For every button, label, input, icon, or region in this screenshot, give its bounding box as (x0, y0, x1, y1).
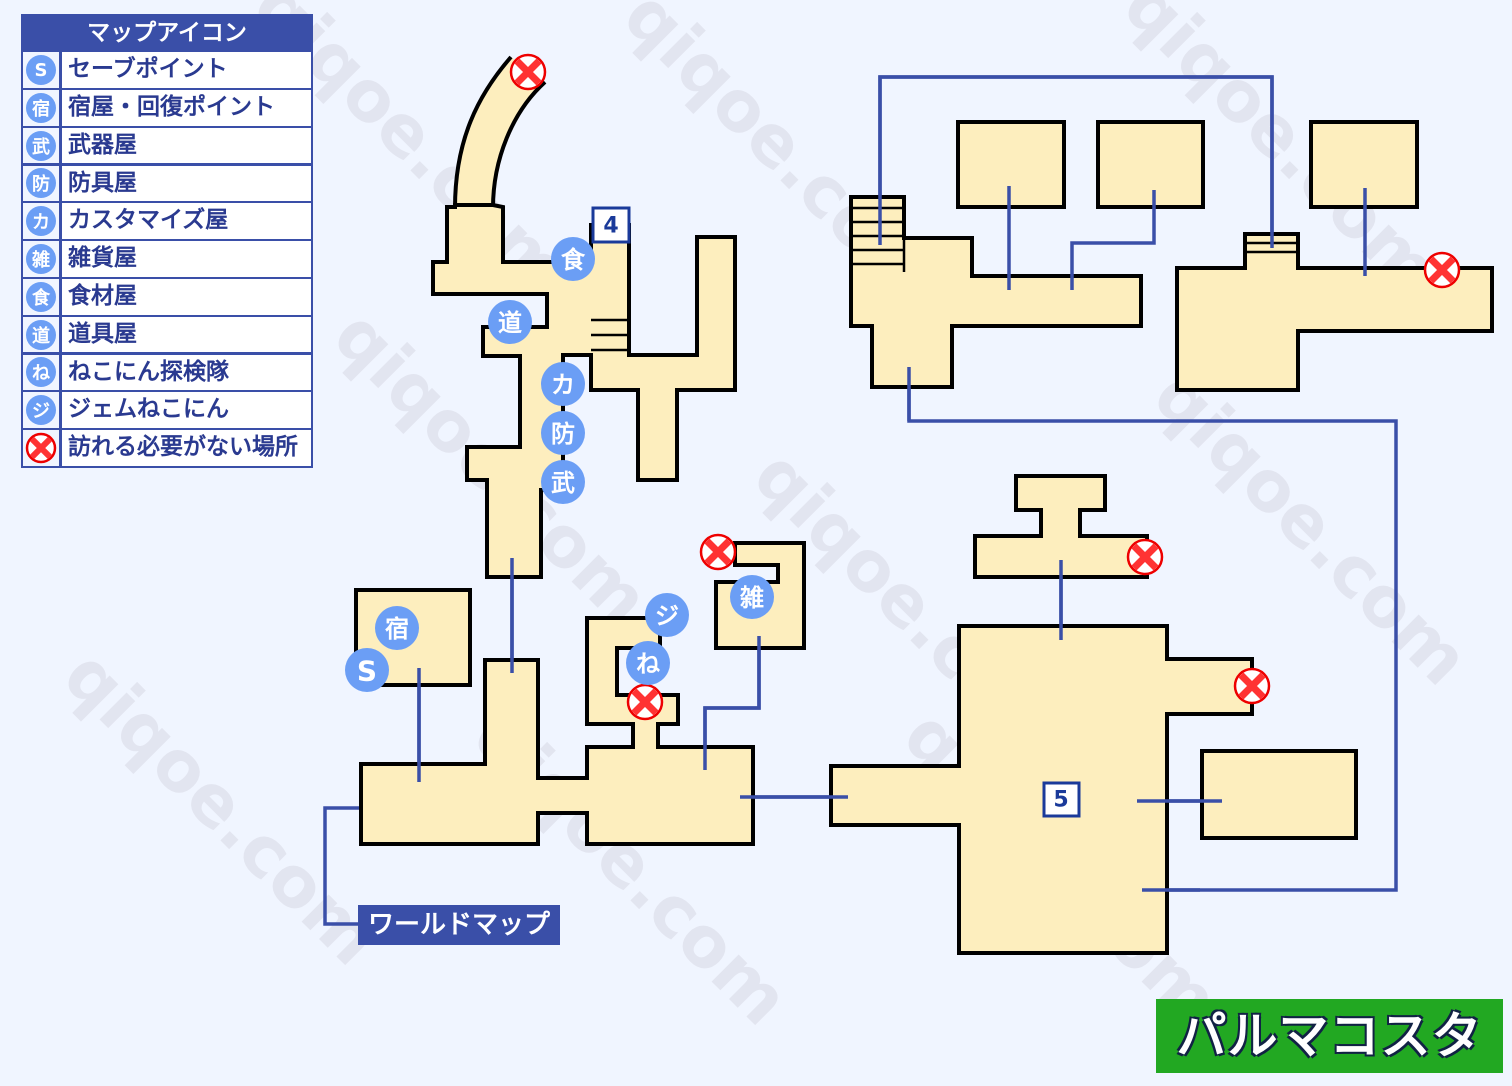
no-entry-icon (509, 53, 547, 91)
gem-nekonin-icon: ジ (26, 395, 56, 426)
svg-text:武: 武 (551, 469, 575, 497)
legend-item: ジジェムねこにん (23, 392, 311, 428)
food-shop-marker[interactable]: 食 (551, 237, 595, 281)
no-entry-markers (509, 53, 1461, 721)
legend-label: ジェムねこにん (62, 392, 311, 428)
armor-icon: 防 (26, 168, 56, 199)
save-point-marker[interactable]: S (345, 648, 389, 692)
nekonin-icon: ね (26, 357, 56, 388)
legend-item: カカスタマイズ屋 (23, 203, 311, 239)
save-icon: S (26, 55, 56, 86)
svg-text:食: 食 (561, 246, 586, 274)
svg-text:宿: 宿 (385, 615, 409, 643)
legend-label: セーブポイント (62, 52, 311, 88)
legend-item: 武武器屋 (23, 127, 311, 164)
svg-text:ジ: ジ (655, 602, 679, 630)
no-entry-icon (699, 533, 737, 571)
legend-label: 訪れる必要がない場所 (62, 430, 311, 466)
legend-item: 宿宿屋・回復ポイント (23, 90, 311, 126)
north-east-district (849, 75, 1494, 421)
legend-label: 宿屋・回復ポイント (62, 90, 311, 126)
no-entry-icon (25, 432, 57, 464)
no-entry-icon (626, 683, 664, 721)
general-store-icon: 雑 (26, 244, 56, 275)
legend-label: カスタマイズ屋 (62, 203, 311, 239)
legend-label: 道具屋 (62, 316, 311, 353)
svg-text:5: 5 (1053, 788, 1068, 813)
svg-text:雑: 雑 (739, 584, 764, 612)
watermark: qiqoe.com (1138, 354, 1485, 701)
no-entry-icon (1233, 667, 1271, 705)
nekonin-marker[interactable]: ね (626, 641, 670, 685)
svg-text:道: 道 (498, 309, 522, 337)
legend-heading: マップアイコン (87, 20, 247, 46)
location-title: パルマコスタ (1156, 999, 1503, 1073)
legend-label: 防具屋 (62, 165, 311, 202)
svg-text:防: 防 (551, 420, 575, 448)
item-icon: 道 (26, 319, 56, 350)
svg-text:S: S (357, 655, 377, 688)
area-number-5: 5 (1042, 781, 1081, 818)
no-entry-icon (1126, 538, 1164, 576)
legend-item: 訪れる必要がない場所 (23, 430, 311, 466)
armor-shop-marker[interactable]: 防 (541, 411, 585, 455)
legend-item: 道道具屋 (23, 316, 311, 353)
legend-label: 食材屋 (62, 279, 311, 315)
svg-text:4: 4 (603, 214, 618, 239)
weapon-icon: 武 (26, 130, 56, 161)
no-entry-icon (1423, 251, 1461, 289)
legend-label: 武器屋 (62, 127, 311, 164)
legend-item: 雑雑貨屋 (23, 241, 311, 277)
legend-item: ねねこにん探検隊 (23, 354, 311, 391)
legend-label: 雑貨屋 (62, 241, 311, 277)
world-map-exit[interactable]: ワールドマップ (358, 905, 560, 945)
south-east-district (740, 474, 1358, 955)
svg-text:ね: ね (636, 650, 660, 678)
customize-icon: カ (26, 206, 56, 237)
legend-item: 防防具屋 (23, 165, 311, 202)
weapon-shop-marker[interactable]: 武 (541, 460, 585, 504)
inn-marker[interactable]: 宿 (375, 606, 419, 650)
shop-markers: 食 道 カ 防 武 宿 S ジ ね 雑 (345, 237, 774, 692)
svg-text:カ: カ (551, 371, 575, 399)
general-store-marker[interactable]: 雑 (730, 575, 774, 619)
item-shop-marker[interactable]: 道 (488, 300, 532, 344)
inn-icon: 宿 (26, 92, 56, 123)
customize-shop-marker[interactable]: カ (541, 362, 585, 406)
food-icon: 食 (26, 281, 56, 312)
legend-label: ねこにん探検隊 (62, 354, 311, 391)
area-number-4: 4 (591, 206, 631, 244)
legend-item: 食食材屋 (23, 279, 311, 315)
gem-nekonin-marker[interactable]: ジ (645, 593, 689, 637)
